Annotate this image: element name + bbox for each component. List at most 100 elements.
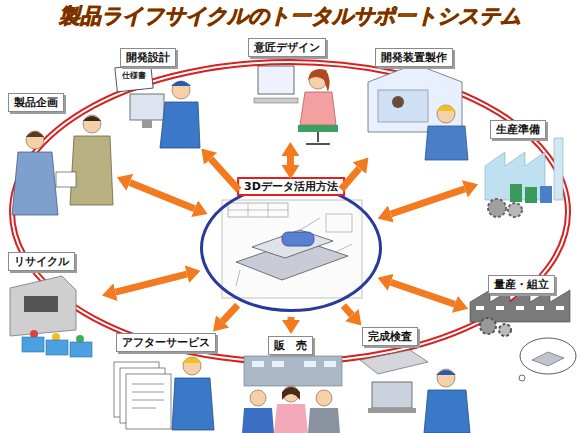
flow-arrow: [341, 168, 359, 189]
person-cap: [436, 370, 456, 375]
laptop: [372, 382, 412, 408]
person-head: [316, 390, 332, 406]
ellipse-border: [202, 186, 381, 311]
flow-arrow: [116, 274, 187, 292]
node-label: 開発装置製作: [375, 48, 453, 67]
node-label: リサイクル: [8, 252, 75, 271]
store-building: [244, 356, 342, 386]
person-body: [424, 390, 470, 433]
process-box: 量産・組立: [470, 275, 575, 380]
flow-arrow: [391, 189, 465, 214]
person-body: [425, 126, 468, 160]
spec-document: [115, 64, 153, 92]
process-box: 開発装置製作: [360, 48, 472, 156]
document-label: 仕様書: [122, 71, 146, 80]
chimney: [554, 138, 563, 200]
process-box: アフターサービス: [110, 333, 220, 433]
person-cap: [182, 358, 202, 364]
flow-arrow: [391, 282, 455, 304]
person-head: [172, 81, 190, 99]
process-box: 意匠デザイン: [240, 38, 340, 140]
gear: [480, 318, 496, 334]
chair-seat: [298, 125, 338, 132]
basket: [46, 340, 68, 355]
basket: [22, 337, 44, 352]
flow-arrow: [288, 317, 295, 320]
monitor: [130, 94, 164, 120]
person-head: [26, 131, 44, 149]
drawing-sheet: [222, 200, 362, 298]
person-body: [300, 92, 336, 125]
helmet: [436, 106, 456, 112]
person-body: [308, 408, 340, 433]
flow-arrow: [130, 182, 195, 208]
person-body: [172, 378, 214, 430]
person-body: [242, 408, 274, 433]
leader-lines: [236, 218, 352, 286]
person-hair: [26, 132, 44, 138]
factory-windows: [476, 306, 564, 310]
person-body: [160, 102, 200, 148]
document: [126, 374, 171, 429]
node-label: 開発設計: [120, 48, 176, 67]
person-head: [437, 369, 455, 387]
process-box: 生産準備: [480, 120, 575, 215]
barrel: [525, 187, 537, 203]
flow-arrow: [287, 156, 294, 165]
worker-inside: [392, 96, 404, 108]
person-cap: [171, 81, 191, 86]
title-block-grid: [228, 203, 288, 217]
gear: [508, 203, 522, 217]
flow-arrow: [343, 306, 352, 316]
machine-top: [252, 230, 333, 258]
person-head: [250, 390, 266, 406]
assembly-factory: [470, 290, 570, 322]
person-head: [183, 357, 201, 375]
center-ellipse: 3Dデータ活用方法: [200, 184, 382, 312]
drawing-backdrop: [201, 185, 381, 311]
process-box: リサイクル: [5, 252, 100, 364]
machine-opening: [24, 296, 58, 312]
person-hair: [308, 69, 330, 92]
machine-thought: [532, 352, 564, 366]
node-label: 量産・組立: [488, 275, 555, 294]
person-head: [283, 386, 299, 402]
person-body: [12, 152, 58, 215]
person-hair: [83, 116, 101, 121]
node-label: 販 売: [268, 336, 313, 355]
process-box: 完成検査: [350, 327, 470, 431]
conveyor: [360, 350, 428, 374]
thought-cloud: [520, 338, 576, 374]
machine-cylinder: [282, 232, 314, 246]
monitor: [258, 66, 294, 94]
node-label: 製品企画: [8, 93, 64, 112]
diagram-title: 製品ライフサイクルのトータルサポートシステム: [0, 3, 580, 29]
barrel: [510, 184, 522, 202]
workshop-booth: [368, 64, 462, 132]
laptop-base: [368, 408, 416, 413]
gear: [488, 199, 506, 217]
node-label: 3Dデータ活用方法: [237, 177, 345, 196]
person-body: [274, 404, 308, 433]
paper: [56, 172, 76, 187]
person-body: [70, 136, 113, 205]
process-box: 開発設計: [112, 48, 200, 148]
process-box: 製品企画: [5, 93, 115, 215]
process-box: 販 売: [235, 336, 347, 433]
monitor-stand: [142, 120, 152, 128]
store-windows: [252, 361, 336, 367]
barrel: [540, 186, 552, 203]
booth-window: [378, 90, 428, 122]
person-head: [437, 105, 455, 123]
node-label: 生産準備: [490, 120, 546, 139]
person-hair: [282, 387, 300, 400]
node-label: 意匠デザイン: [248, 38, 326, 57]
person-head: [83, 115, 101, 133]
node-label: アフターサービス: [116, 333, 216, 352]
chair-legs: [306, 132, 330, 144]
keyboard: [254, 98, 298, 103]
